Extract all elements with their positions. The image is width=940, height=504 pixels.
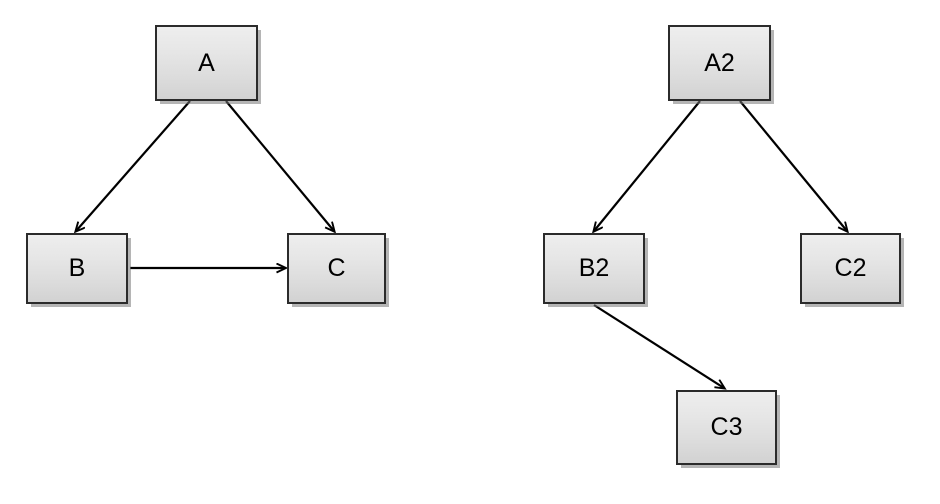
edge-b2-to-c3 (593, 304, 724, 388)
node-label-b: B (68, 254, 86, 282)
node-c2[interactable]: C2 (800, 233, 901, 304)
edges-group (76, 100, 847, 388)
edge-a-to-b (76, 100, 191, 231)
node-label-a: A (198, 48, 215, 77)
node-a2[interactable]: A2 (668, 25, 771, 101)
node-label-b2: B2 (578, 254, 610, 282)
node-a[interactable]: A (155, 25, 258, 101)
edge-a2-to-b2 (594, 100, 701, 231)
node-b[interactable]: B (26, 233, 128, 304)
node-b2[interactable]: B2 (543, 233, 645, 304)
node-label-c3: C3 (710, 413, 743, 441)
node-c3[interactable]: C3 (676, 390, 777, 465)
node-label-c: C (327, 254, 346, 282)
edge-a-to-c (225, 100, 334, 231)
node-label-c2: C2 (834, 254, 867, 282)
node-c[interactable]: C (287, 233, 386, 304)
node-label-a2: A2 (704, 48, 735, 77)
edge-a2-to-c2 (739, 100, 847, 231)
